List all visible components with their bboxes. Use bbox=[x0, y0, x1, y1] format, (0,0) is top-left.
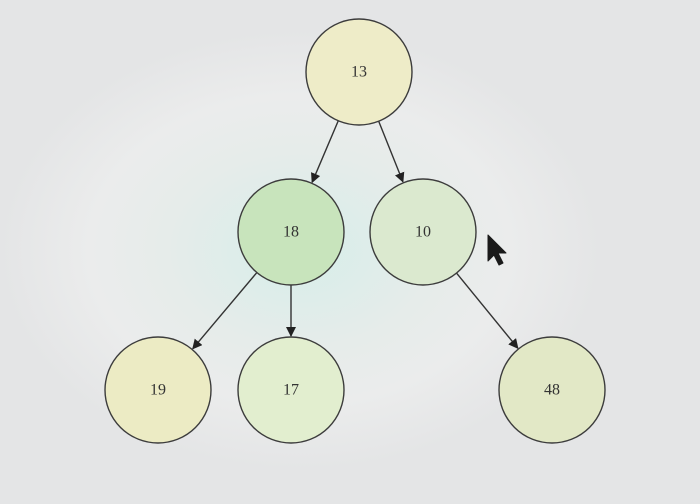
edges-layer bbox=[192, 120, 519, 350]
node-circle bbox=[237, 336, 345, 444]
node-label: 10 bbox=[415, 224, 431, 241]
node-circle bbox=[369, 178, 477, 286]
node-label: 48 bbox=[544, 382, 560, 399]
tree-node-10: 10 bbox=[369, 178, 477, 286]
node-label: 17 bbox=[283, 382, 299, 399]
tree-node-48: 48 bbox=[498, 336, 606, 444]
edge-10-48 bbox=[455, 272, 519, 349]
node-circle bbox=[498, 336, 606, 444]
tree-node-19: 19 bbox=[104, 336, 212, 444]
tree-node-17: 17 bbox=[237, 336, 345, 444]
node-label: 18 bbox=[283, 224, 299, 241]
nodes-layer: 13 18 10 19 17 48 bbox=[104, 18, 606, 444]
edge-18-19 bbox=[192, 272, 258, 350]
node-circle bbox=[237, 178, 345, 286]
node-circle bbox=[104, 336, 212, 444]
mouse-pointer-icon bbox=[487, 234, 507, 266]
tree-node-18: 18 bbox=[237, 178, 345, 286]
tree-node-13: 13 bbox=[305, 18, 413, 126]
node-circle bbox=[305, 18, 413, 126]
node-label: 13 bbox=[351, 64, 367, 81]
edge-13-18 bbox=[311, 120, 339, 184]
edge-13-10 bbox=[378, 120, 405, 183]
node-label: 19 bbox=[150, 382, 166, 399]
